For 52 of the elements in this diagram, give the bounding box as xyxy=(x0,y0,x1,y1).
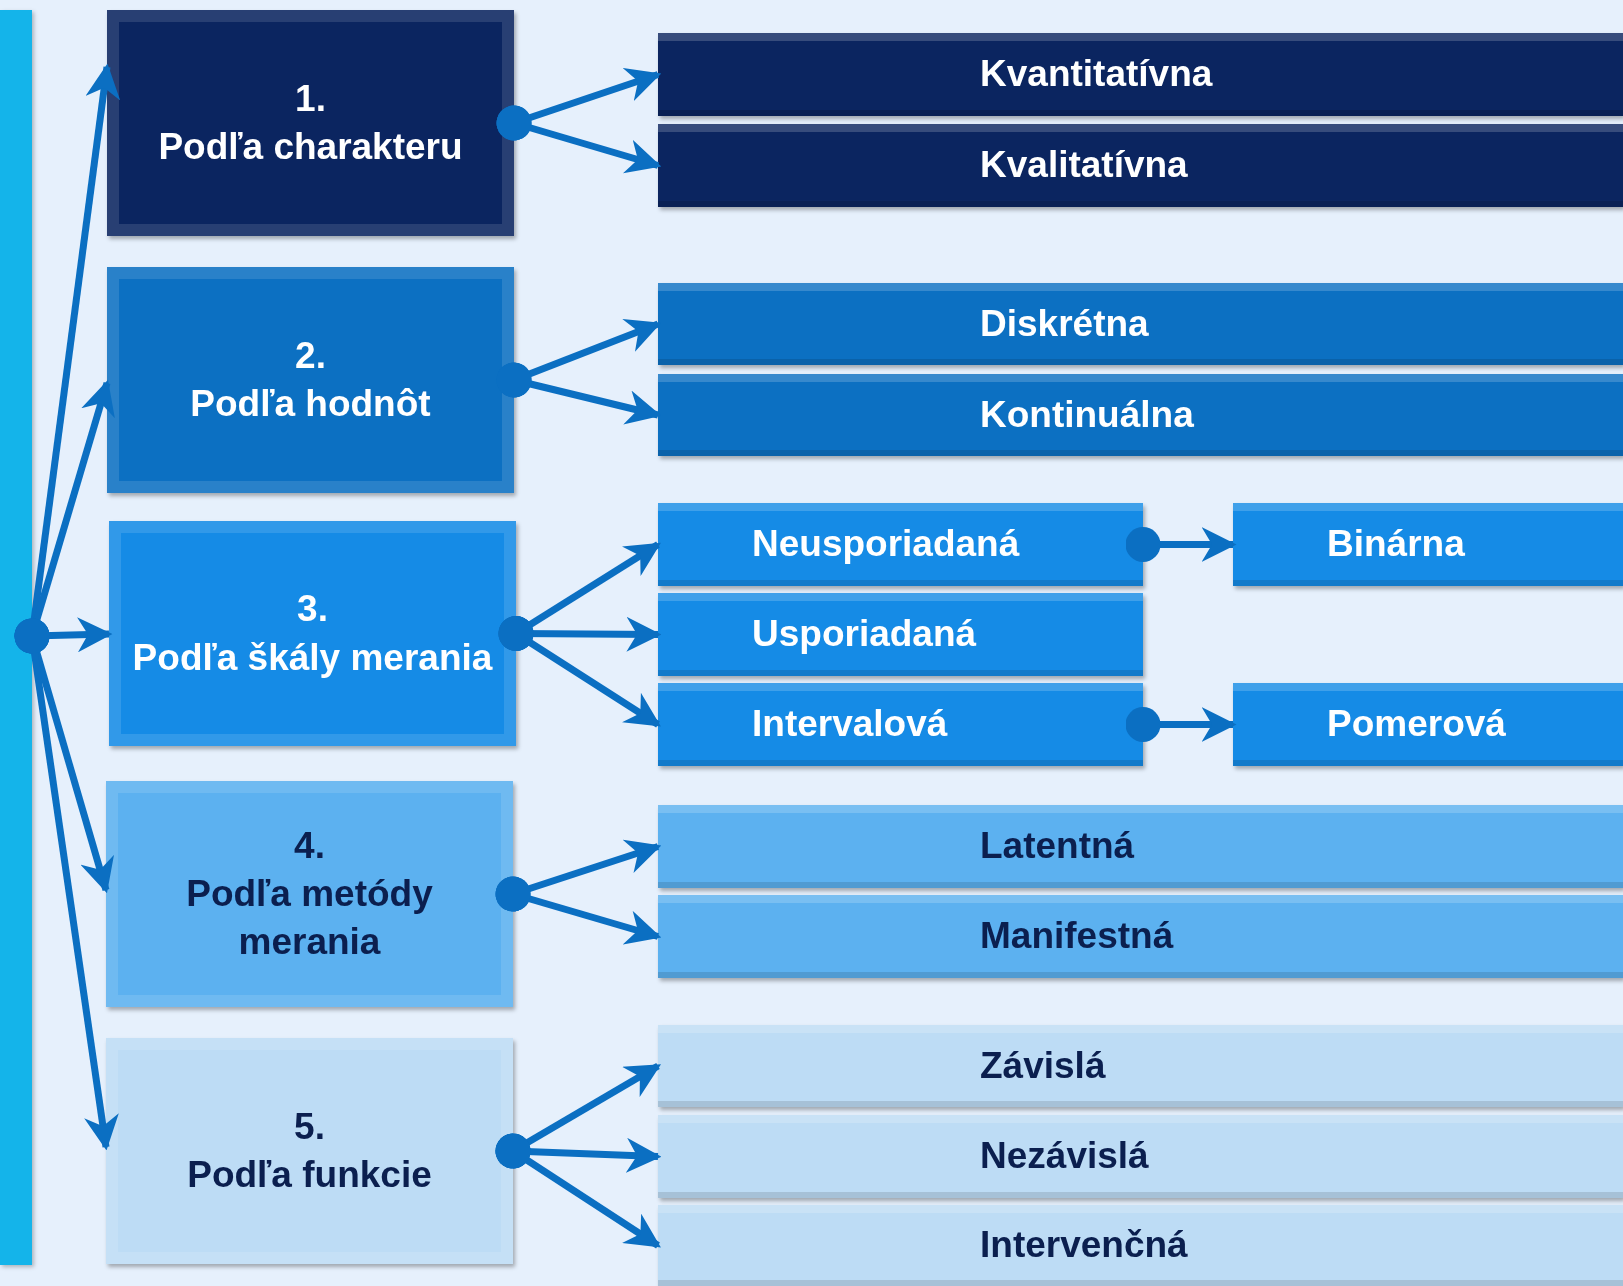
subtype-box xyxy=(658,593,1143,676)
box-label: Usporiadaná xyxy=(752,612,977,657)
box-label: Intervalová xyxy=(752,702,948,747)
subtype-box xyxy=(658,283,1623,365)
subtype-box xyxy=(658,33,1623,116)
arrow xyxy=(1125,707,1237,742)
box-label: Kvantitatívna xyxy=(980,52,1213,97)
subtype-box xyxy=(658,805,1623,888)
box-label: Závislá xyxy=(980,1043,1106,1088)
arrow xyxy=(496,105,662,174)
subtype-box xyxy=(658,683,1143,766)
subtype-box xyxy=(658,374,1623,456)
box-title: Podľa charakteru xyxy=(158,125,463,169)
category-box xyxy=(109,521,516,746)
category-box xyxy=(107,267,514,493)
box-number: 4. xyxy=(294,823,325,868)
box-label: Intervenčná xyxy=(980,1223,1188,1268)
subtype-box xyxy=(658,1115,1623,1198)
subtype-box xyxy=(658,503,1143,586)
box-number: 1. xyxy=(295,76,326,121)
subtype-box xyxy=(1233,503,1623,586)
subtype-box xyxy=(658,1205,1623,1286)
subtype-box xyxy=(658,124,1623,207)
arrow xyxy=(14,618,114,894)
box-label: Pomerová xyxy=(1327,702,1506,747)
arrow xyxy=(1125,527,1237,562)
box-label: Kontinuálna xyxy=(980,392,1194,437)
box-label: Manifestná xyxy=(980,914,1174,959)
box-label: Neusporiadaná xyxy=(752,522,1020,567)
box-label: Binárna xyxy=(1327,522,1465,567)
box-number: 3. xyxy=(297,587,328,632)
box-title: Podľa metódy merania xyxy=(185,871,434,965)
box-title: Podľa funkcie xyxy=(187,1153,432,1197)
box-number: 5. xyxy=(294,1104,325,1149)
subtype-box xyxy=(658,895,1623,978)
arrow xyxy=(495,876,662,945)
arrow xyxy=(498,616,661,728)
category-box xyxy=(106,781,513,1007)
box-label: Kvalitatívna xyxy=(980,143,1188,188)
subtype-box xyxy=(658,1025,1623,1107)
box-title: Podľa hodnôt xyxy=(190,382,431,426)
subtype-box xyxy=(1233,683,1623,766)
box-number: 2. xyxy=(295,333,326,378)
box-label: Nezávislá xyxy=(980,1134,1149,1179)
side-bar xyxy=(0,10,32,1265)
box-label: Diskrétna xyxy=(980,301,1149,346)
arrow xyxy=(495,1133,661,1249)
category-box xyxy=(107,10,514,236)
box-title: Podľa škály merania xyxy=(132,635,493,680)
category-box xyxy=(106,1038,513,1264)
arrow xyxy=(14,618,119,1151)
box-label: Latentná xyxy=(980,824,1135,869)
